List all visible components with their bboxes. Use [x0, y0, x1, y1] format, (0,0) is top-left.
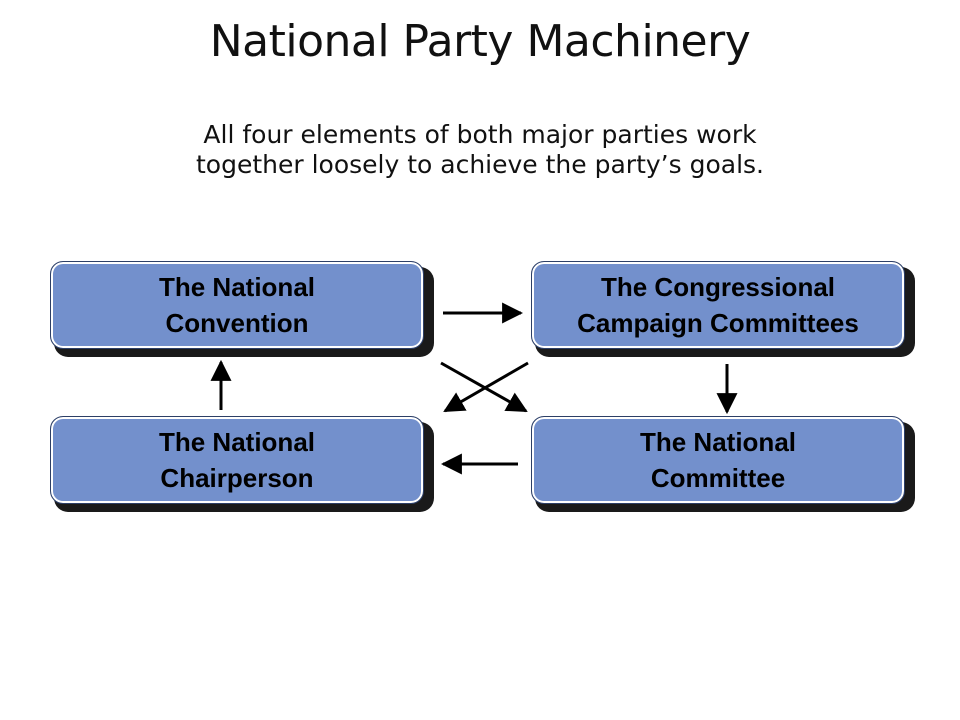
subtitle-line-2: together loosely to achieve the party’s … [196, 150, 764, 179]
node-congressional-campaign-committees: The Congressional Campaign Committees [531, 261, 905, 349]
node-congressional-line-1: The Congressional [600, 272, 836, 302]
node-national-convention: The National Convention [50, 261, 424, 349]
node-national-chairperson: The National Chairperson [50, 416, 424, 504]
node-national-chairperson-line-1: The National [158, 427, 315, 457]
slide-subtitle: All four elements of both major parties … [150, 120, 810, 180]
subtitle-line-1: All four elements of both major parties … [203, 120, 757, 149]
arrow-convention-to-committee [440, 361, 528, 413]
node-national-committee-line-1: The National [639, 427, 796, 457]
node-national-convention-line-2: Convention [165, 308, 309, 338]
node-congressional-line-2: Campaign Committees [577, 308, 859, 338]
node-national-committee: The National Committee [531, 416, 905, 504]
node-national-committee-line-2: Committee [650, 463, 786, 493]
node-national-chairperson-line-2: Chairperson [160, 463, 314, 493]
slide-title: National Party Machinery [209, 16, 751, 67]
node-national-convention-line-1: The National [158, 272, 315, 302]
